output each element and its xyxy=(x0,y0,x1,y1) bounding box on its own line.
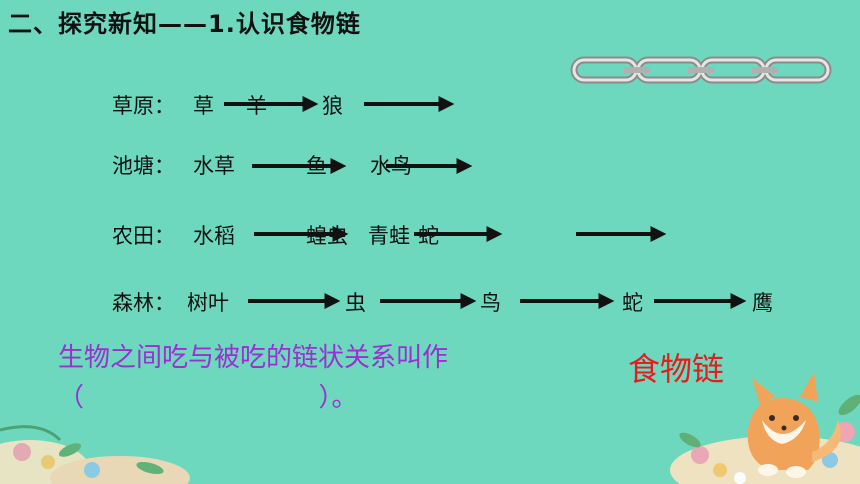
row-item: 虫 xyxy=(345,291,366,315)
arrow-icon xyxy=(576,226,667,242)
arrow-icon xyxy=(364,96,455,112)
row-item: 蛇 xyxy=(622,291,643,315)
arrow-icon xyxy=(386,158,473,174)
flower-decoration xyxy=(0,425,190,484)
close-paren: ）。 xyxy=(318,383,358,413)
definition-text: 生物之间吃与被吃的链状关系叫作 （ ）。 xyxy=(58,338,448,418)
chain-icon xyxy=(570,56,832,84)
row-item: 水草 xyxy=(193,154,235,178)
arrow-icon xyxy=(224,96,319,112)
definition-line-2: （ ）。 xyxy=(58,378,448,418)
arrow-icon xyxy=(254,226,349,242)
arrow-icon xyxy=(654,293,747,309)
open-paren: （ xyxy=(58,383,85,413)
row-label-farmland: 农田： xyxy=(112,224,175,248)
arrow-icon xyxy=(520,293,615,309)
row-label-grassland: 草原： xyxy=(112,94,175,118)
row-item: 草 xyxy=(193,94,214,118)
row-item: 鹰 xyxy=(752,291,773,315)
arrow-icon xyxy=(414,226,503,242)
slide-title: 二、探究新知——1.认识食物链 xyxy=(8,10,361,38)
arrow-icon xyxy=(252,158,347,174)
row-item: 青蛙 xyxy=(368,224,410,248)
row-item: 树叶 xyxy=(187,291,229,315)
fox-illustration xyxy=(747,372,841,478)
answer-text: 食物链 xyxy=(628,350,725,388)
arrow-icon xyxy=(248,293,341,309)
row-item: 水稻 xyxy=(193,224,235,248)
definition-line-1: 生物之间吃与被吃的链状关系叫作 xyxy=(58,343,449,373)
row-label-forest: 森林： xyxy=(112,291,175,315)
row-label-pond: 池塘： xyxy=(112,154,175,178)
row-item: 狼 xyxy=(322,94,343,118)
arrow-icon xyxy=(380,293,477,309)
row-item: 鸟 xyxy=(480,291,501,315)
